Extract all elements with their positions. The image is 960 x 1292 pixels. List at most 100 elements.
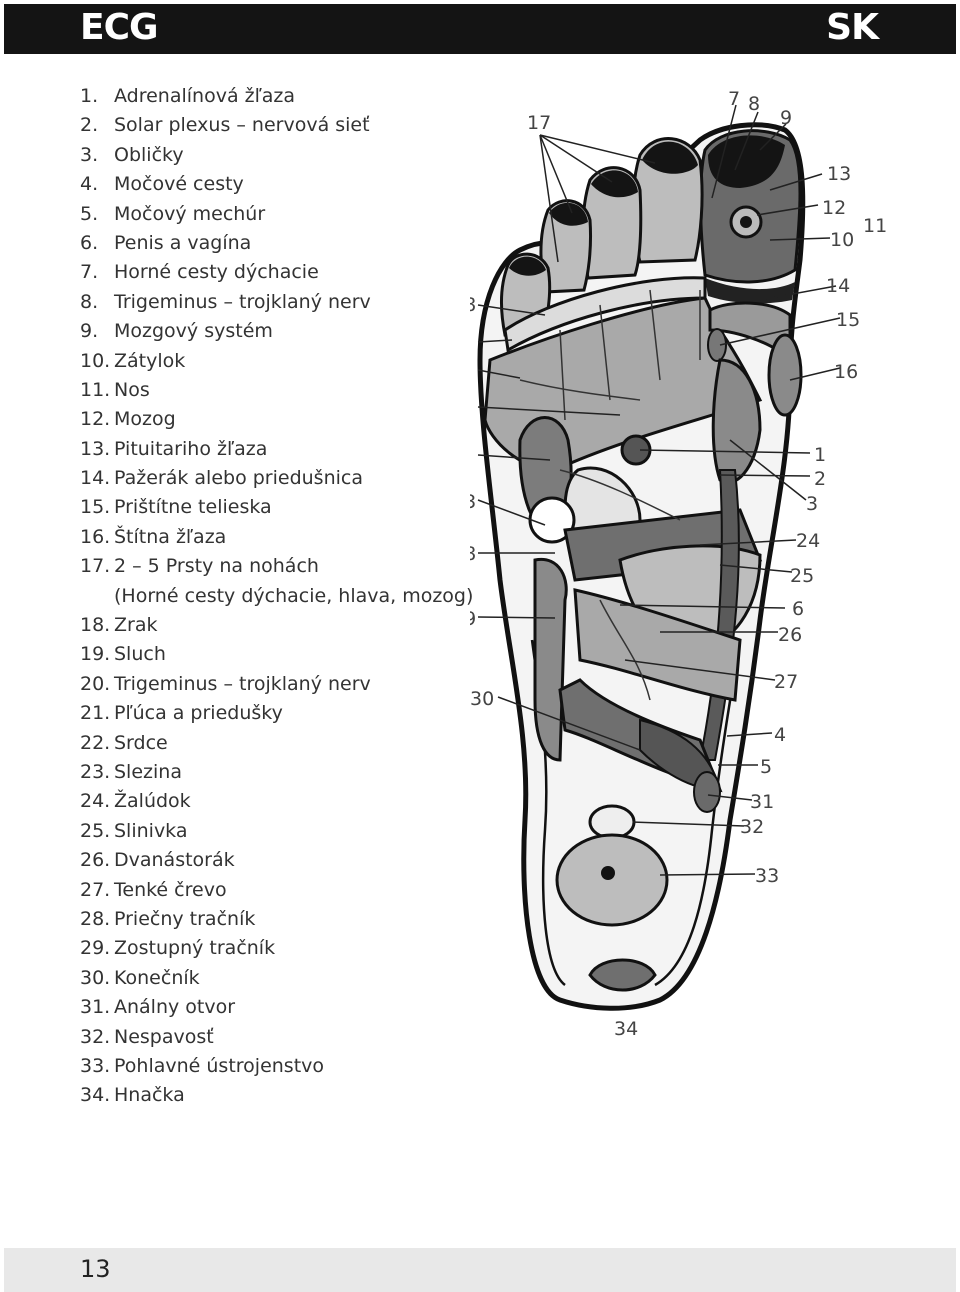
label-26: 26 (778, 624, 802, 646)
leader-lines (477, 104, 841, 876)
label-24: 24 (796, 530, 820, 552)
legend-item: 32.Nespavosť (80, 1023, 473, 1052)
legend-item: 29.Zostupný tračník (80, 934, 473, 963)
label-27: 27 (774, 671, 798, 693)
legend-item-text: Mozog (114, 408, 176, 431)
legend-item: 4.Močové cesty (80, 170, 473, 199)
legend-item-text: Horné cesty dýchacie (114, 261, 319, 284)
header-language-code: SK (826, 7, 879, 48)
legend-item-text: Pľúca a priedušky (114, 702, 283, 725)
legend-item-number: 22. (80, 731, 111, 754)
legend-item-text: Dvanástorák (114, 849, 235, 872)
legend-item-text: Mozgový systém (114, 320, 273, 343)
legend-item-number: 4. (80, 173, 99, 196)
legend-item-number: 21. (80, 702, 111, 725)
legend-item-text: Tenké črevo (114, 878, 227, 901)
legend-item-number: 33. (80, 1054, 111, 1077)
legend-item: 28.Priečny tračník (80, 905, 473, 934)
legend-item: 5.Močový mechúr (80, 200, 473, 229)
legend-item: 2.Solar plexus – nervová sieť (80, 111, 473, 140)
legend-item-text: Štítna žľaza (114, 525, 227, 548)
legend-item-text: Pažerák alebo priedušnica (114, 467, 363, 490)
label-1: 1 (814, 444, 826, 466)
legend-item-text: Zátylok (114, 349, 186, 372)
legend-item-number: 23. (80, 761, 111, 783)
label-15: 15 (836, 309, 860, 331)
label-32: 32 (740, 816, 764, 838)
foot-reflexology-diagram: 17 7 8 9 13 12 11 10 14 15 16 18 19 20 2… (470, 88, 887, 1040)
legend-item: 22.Srdce (80, 729, 473, 758)
legend-item-number: 7. (80, 261, 99, 284)
label-25: 25 (790, 565, 814, 587)
legend-item: 9.Mozgový systém (80, 317, 473, 346)
label-2: 2 (814, 468, 826, 490)
legend-item: 34.Hnačka (80, 1081, 473, 1110)
legend-item: 12.Mozog (80, 405, 473, 434)
legend-item: 23.Slezina (80, 758, 473, 787)
label-13: 13 (827, 163, 851, 185)
legend-item-text: Nespavosť (114, 1025, 214, 1048)
label-18: 18 (470, 294, 476, 316)
legend-item-text: Trigeminus – trojklaný nerv (114, 290, 371, 313)
legend-item: 14.Pažerák alebo priedušnica (80, 464, 473, 493)
label-12: 12 (822, 197, 846, 219)
legend-item-number: 14. (80, 467, 111, 490)
thyroid-gland-zone (767, 333, 803, 417)
legend-item-number: 27. (80, 878, 111, 901)
legend-item-text: Zostupný tračník (114, 937, 276, 960)
label-5: 5 (760, 756, 772, 778)
legend-item-text: Prištítne telieska (114, 496, 272, 519)
page-number: 13 (80, 1255, 111, 1283)
small-intestine-zone (573, 588, 742, 702)
legend-item-text: Pohlavné ústrojenstvo (114, 1054, 325, 1077)
legend-item: 26.Dvanástorák (80, 846, 473, 875)
legend-item-text: Priečny tračník (114, 907, 256, 930)
legend-item-number: 29. (80, 937, 111, 960)
label-31: 31 (750, 791, 774, 813)
legend-item-number: 16. (80, 525, 111, 548)
foot-number-labels: 17 7 8 9 13 12 11 10 14 15 16 18 19 20 2… (470, 88, 887, 1040)
legend-item: 10.Zátylok (80, 347, 473, 376)
legend-item-text: Adrenalínová žľaza (114, 85, 296, 107)
legend-item-number: 32. (80, 1025, 111, 1048)
label-9: 9 (780, 107, 792, 129)
legend-item-text: Obličky (114, 143, 184, 166)
legend-item-number: 18. (80, 614, 111, 637)
legend-item-text: Hnačka (114, 1084, 185, 1107)
legend-item-text: Slezina (114, 761, 182, 783)
legend-item-number: 1. (80, 85, 99, 107)
legend-item-number: 25. (80, 819, 111, 842)
legend-item-text: 2 – 5 Prsty na nohách (114, 555, 319, 578)
legend-item-number: 30. (80, 966, 111, 989)
label-28: 28 (470, 543, 476, 565)
bone-lines (519, 289, 701, 701)
header-bar: ECG SK (4, 4, 956, 54)
legend-item-text: Análny otvor (114, 996, 236, 1019)
label-10: 10 (830, 229, 854, 251)
heel-cap (588, 958, 657, 992)
legend-item-number: 12. (80, 408, 111, 431)
legend-item: 25.Slinivka (80, 817, 473, 846)
legend-item-text: Penis a vagína (114, 231, 252, 254)
legend-item: 17.2 – 5 Prsty na nohách(Horné cesty dýc… (80, 552, 473, 611)
header-title: ECG (80, 7, 159, 48)
label-34: 34 (614, 1018, 638, 1040)
legend-item-number: 28. (80, 907, 111, 930)
label-16: 16 (834, 361, 858, 383)
transverse-colon-zone (533, 557, 568, 762)
label-14: 14 (826, 275, 850, 297)
label-7: 7 (728, 88, 740, 110)
legend-item-number: 20. (80, 672, 111, 695)
legend-item-text: Zrak (114, 614, 158, 637)
label-33: 33 (755, 865, 779, 887)
legend-item: 13.Pituitariho žľaza (80, 435, 473, 464)
legend-item-number: 2. (80, 114, 99, 137)
legend-item-text: Močový mechúr (114, 202, 266, 225)
legend-item: 20.Trigeminus – trojklaný nerv (80, 670, 473, 699)
legend-item: 21.Pľúca a priedušky (80, 699, 473, 728)
legend-item-number: 10. (80, 349, 111, 372)
legend-item-text: Konečník (114, 966, 200, 989)
legend-item-number: 11. (80, 378, 111, 401)
legend-item: 1. Adrenalínová žľaza (80, 82, 473, 111)
parathyroid-zone (707, 328, 727, 362)
